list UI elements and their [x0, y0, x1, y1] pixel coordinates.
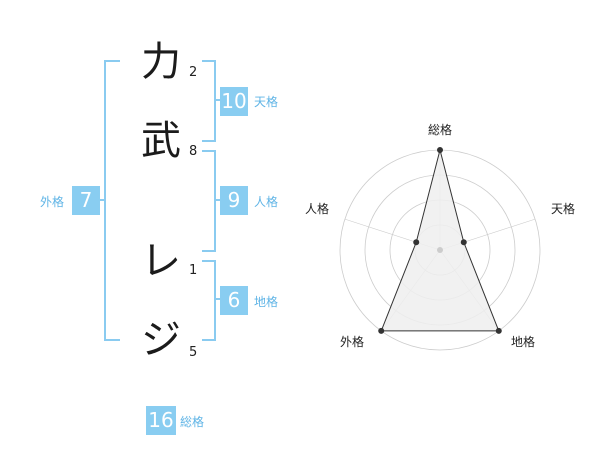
radar-label-jinkaku: 人格 [304, 202, 329, 216]
radar-label-gaikaku: 外格 [339, 335, 364, 349]
tenkaku-bracket [202, 60, 216, 142]
radar-series-polygon [380, 149, 500, 332]
name-char-1: 力 [141, 39, 181, 85]
tenkaku-connector [214, 99, 220, 101]
jinkaku-label: 人格 [254, 195, 279, 209]
jinkaku-connector [214, 199, 220, 201]
stroke-count-2: 8 [189, 144, 198, 159]
name-char-2: 武 [141, 118, 181, 164]
gaikaku-label: 外格 [40, 195, 65, 209]
tenkaku-badge: 10 [220, 87, 248, 116]
radar-label-chikaku: 地格 [510, 335, 535, 349]
gaikaku-badge: 7 [72, 186, 100, 215]
stroke-count-1: 2 [189, 65, 198, 80]
radar-chart [339, 147, 541, 351]
stroke-count-3: 1 [189, 263, 198, 278]
radar-label-tenkaku: 天格 [550, 202, 575, 216]
radar-point-2 [495, 327, 502, 334]
gaikaku-bracket [104, 60, 120, 341]
radar-point-4 [413, 239, 420, 246]
radar-points [378, 147, 502, 334]
radar-point-1 [460, 239, 467, 246]
chikaku-badge: 6 [220, 286, 248, 315]
soukaku-badge: 16 [146, 406, 176, 435]
radar-point-3 [378, 327, 385, 334]
name-char-3: レ [141, 238, 181, 284]
radar-point-0 [437, 147, 443, 153]
chikaku-label: 地格 [254, 295, 279, 309]
jinkaku-bracket [202, 150, 216, 252]
chikaku-connector [214, 298, 220, 300]
chikaku-bracket [202, 260, 216, 341]
gaikaku-connector [100, 199, 104, 201]
radar-center-dot [437, 247, 443, 253]
tenkaku-label: 天格 [254, 95, 279, 109]
name-char-4: ジ [141, 317, 181, 363]
jinkaku-badge: 9 [220, 186, 248, 215]
stroke-count-4: 5 [189, 345, 198, 360]
radar-label-soukaku: 総格 [427, 123, 452, 137]
soukaku-label: 総格 [180, 415, 205, 429]
